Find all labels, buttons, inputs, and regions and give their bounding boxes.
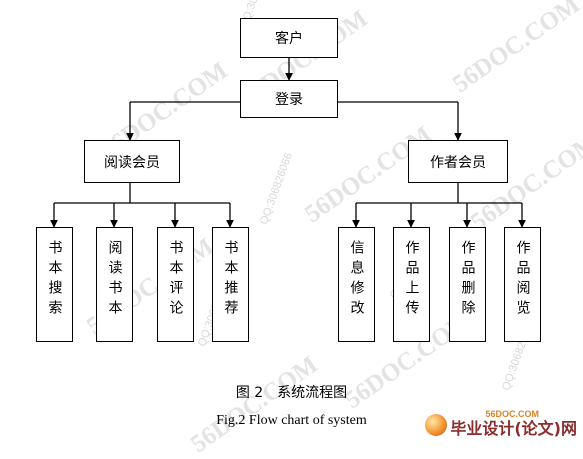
node-work-delete-label: 作品删除	[459, 240, 476, 320]
node-work-upload-label: 作品上传	[403, 240, 420, 320]
node-read-book: 阅读书本	[96, 227, 133, 342]
node-login-label: 登录	[275, 92, 303, 108]
figure-caption-english: Fig.2 Flow chart of system	[216, 413, 367, 428]
site-logo-text: 毕业设计(论文)网	[450, 419, 577, 438]
node-info-edit-label: 信息修改	[348, 240, 365, 320]
node-work-upload: 作品上传	[393, 227, 430, 342]
node-login: 登录	[240, 80, 338, 118]
node-read-book-label: 阅读书本	[106, 240, 123, 320]
site-logo	[425, 406, 577, 440]
node-book-search: 书本搜索	[36, 227, 73, 342]
node-reader-member: 阅读会员	[84, 140, 180, 183]
node-work-delete: 作品删除	[449, 227, 486, 342]
node-work-browse: 作品阅览	[504, 227, 541, 342]
node-book-comment: 书本评论	[157, 227, 194, 342]
node-author-member: 作者会员	[408, 140, 508, 183]
logo-ball-icon	[425, 414, 447, 436]
node-info-edit: 信息修改	[338, 227, 375, 342]
node-author-member-label: 作者会员	[430, 154, 486, 171]
node-book-search-label: 书本搜索	[46, 240, 63, 320]
node-reader-member-label: 阅读会员	[104, 154, 160, 171]
node-book-comment-label: 书本评论	[167, 240, 184, 320]
figure-caption-chinese: 图 2 系统流程图	[235, 385, 348, 401]
node-client-label: 客户	[275, 31, 303, 47]
node-book-recommend: 书本推荐	[212, 227, 249, 342]
node-work-browse-label: 作品阅览	[514, 240, 531, 320]
node-client: 客户	[240, 18, 338, 58]
site-logo-url: 56DOC.COM	[485, 409, 539, 419]
flowchart-canvas: 56DOC.COM 56DOC.COM 56DOC.COM 56DOC.COM …	[36, 0, 583, 458]
node-book-recommend-label: 书本推荐	[222, 240, 239, 320]
connectors	[50, 58, 526, 228]
